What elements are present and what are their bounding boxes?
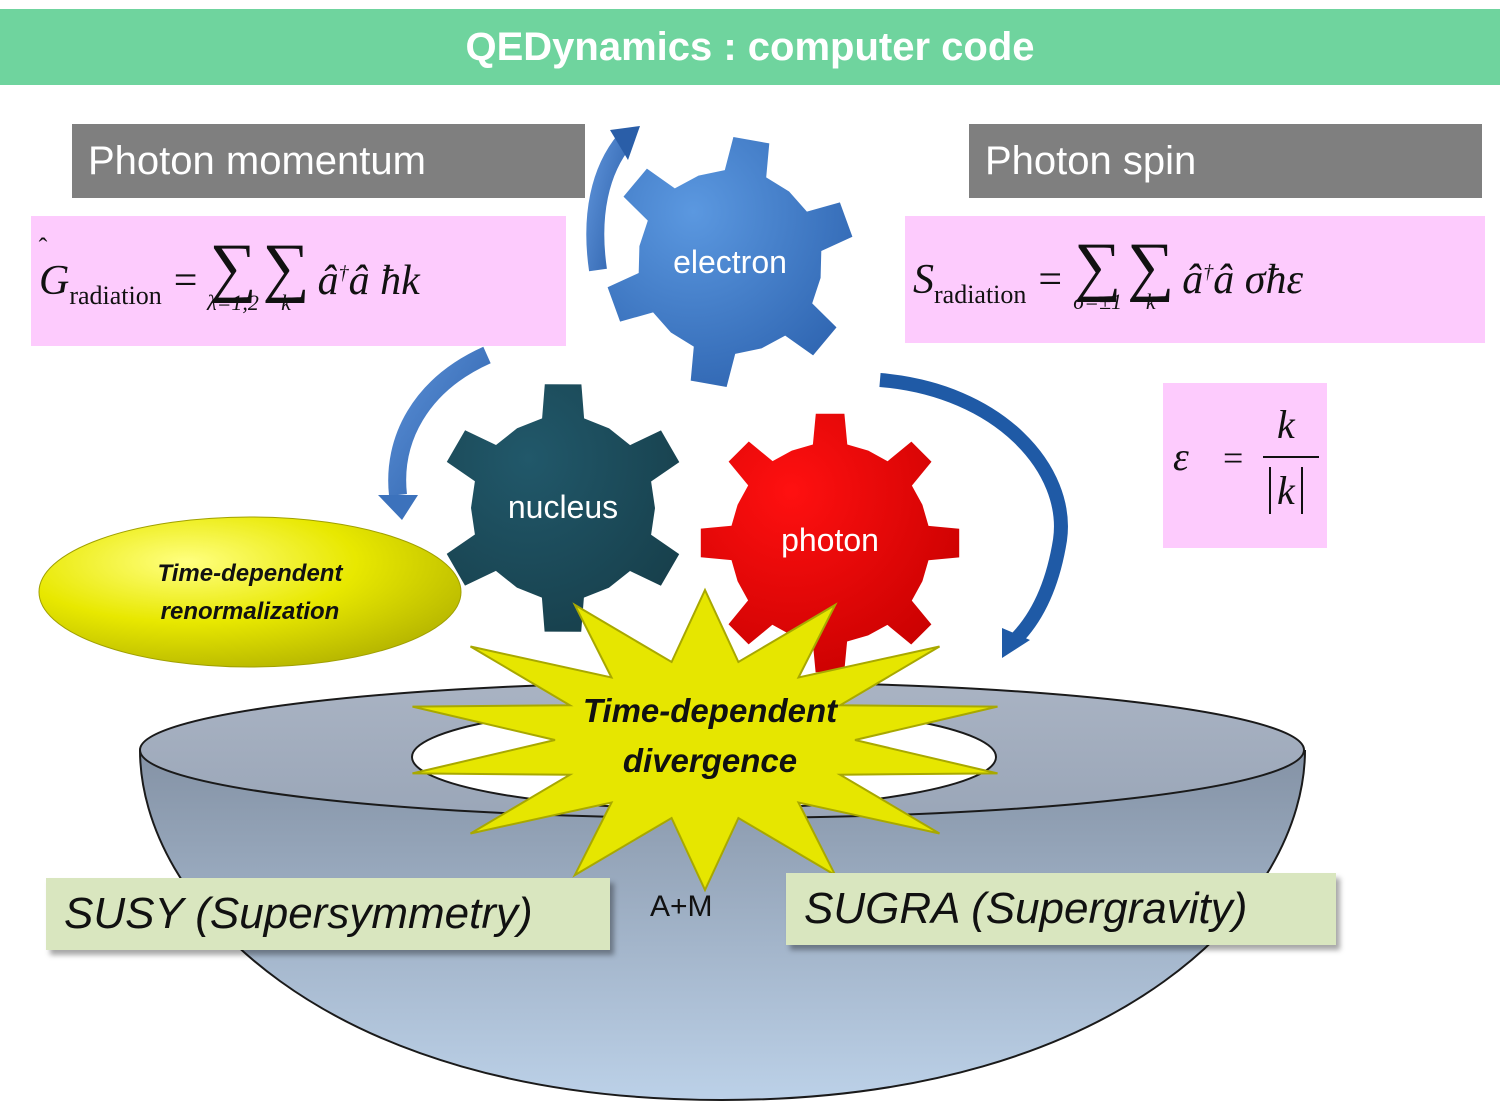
electron-gear	[607, 137, 853, 387]
divergence-line2: divergence	[622, 742, 798, 779]
s-sum-limit2: k	[1145, 289, 1156, 314]
g-subscript: radiation	[69, 281, 162, 310]
gear-nucleus-body	[446, 384, 680, 632]
renormalization-line2: renormalization	[160, 598, 340, 625]
burst-shape	[412, 587, 998, 893]
photon-gear	[700, 413, 960, 673]
s-radiation-formula: S radiation = ∑σ=±1 ∑k â†â σħε	[905, 216, 1485, 343]
g-radiation-formula: ̂ G radiation = ∑λ=1,2 ∑k â†â ħk	[31, 216, 566, 346]
nucleus-gear	[446, 384, 680, 632]
s-symbol: S	[913, 257, 934, 303]
page-title: QEDynamics : computer code	[0, 9, 1500, 85]
s-sum-limit1: σ=±1	[1073, 289, 1123, 314]
a-plus-m-label: A+M	[650, 890, 713, 923]
fraction-bar	[1263, 456, 1319, 458]
s-subscript: radiation	[934, 280, 1027, 309]
renormalization-line1: Time-dependent	[157, 560, 343, 587]
epsilon-denominator: k	[1269, 467, 1303, 514]
g-sum-limit2: k	[281, 290, 291, 315]
nucleus-label: nucleus	[507, 489, 619, 525]
renormalization-text: Time-dependent renormalization	[90, 555, 410, 631]
susy-box: SUSY (Supersymmetry)	[46, 878, 610, 950]
gear-electron-body	[607, 137, 853, 387]
g-symbol: G	[39, 258, 70, 304]
epsilon-formula: ε = k k	[1163, 383, 1327, 548]
epsilon-numerator: k	[1277, 402, 1295, 447]
divergence-line1: Time-dependent	[582, 692, 838, 729]
cycle-arrows	[378, 126, 1068, 658]
sugra-box: SUGRA (Supergravity)	[786, 873, 1336, 945]
divergence-text: Time-dependent divergence	[520, 686, 900, 786]
divergence-burst	[412, 587, 998, 893]
renormalization-oval	[38, 516, 462, 668]
gear-photon-body	[700, 413, 960, 673]
photon-momentum-heading: Photon momentum	[72, 124, 585, 198]
g-sum-limit1: λ=1,2	[207, 290, 259, 315]
photon-label: photon	[781, 522, 879, 558]
electron-label: electron	[673, 244, 787, 280]
photon-spin-heading: Photon spin	[969, 124, 1482, 198]
epsilon-symbol: ε	[1173, 434, 1189, 479]
equals-sign: =	[1223, 438, 1244, 478]
